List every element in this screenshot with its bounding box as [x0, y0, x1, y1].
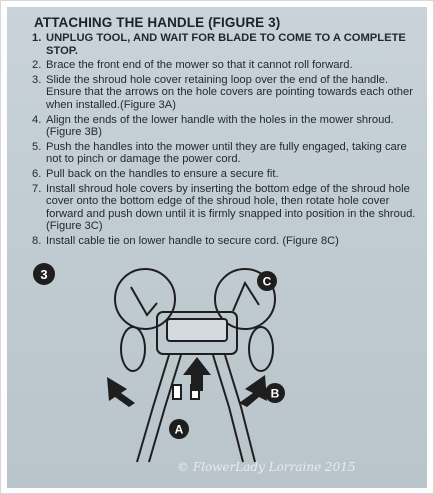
step-text: Align the ends of the lower handle with … [46, 113, 394, 139]
step-text: Push the handles into the mower until th… [46, 140, 407, 166]
callout-b: B [265, 383, 285, 403]
step-number: 8. [32, 234, 42, 247]
left-wheel [120, 326, 146, 372]
step-number: 5. [32, 140, 42, 153]
left-handle [136, 354, 170, 463]
instruction-list: 1. UNPLUG TOOL, AND WAIT FOR BLADE TO CO… [32, 32, 422, 248]
detail-left-handle [130, 286, 158, 317]
right-handle [212, 354, 244, 463]
step-4: 4. Align the ends of the lower handle wi… [32, 114, 422, 139]
step-7: 7. Install shroud hole covers by inserti… [32, 183, 422, 233]
push-arrow-icon [183, 357, 211, 391]
step-2: 2. Brace the front end of the mower so t… [32, 59, 422, 72]
step-text: Install shroud hole covers by inserting … [46, 182, 416, 233]
detail-right-handle [232, 280, 260, 312]
step-number: 7. [32, 182, 42, 195]
section-heading: ATTACHING THE HANDLE (FIGURE 3) [34, 15, 281, 30]
step-5: 5. Push the handles into the mower until… [32, 141, 422, 166]
step-number: 6. [32, 167, 42, 180]
figure-number: 3 [40, 266, 48, 282]
step-text: UNPLUG TOOL, AND WAIT FOR BLADE TO COME … [46, 32, 406, 57]
photo-watermark: © FlowerLady Lorraine 2015 [177, 460, 356, 474]
manual-page-photo: ATTACHING THE HANDLE (FIGURE 3) 1. UNPLU… [7, 7, 427, 488]
callout-b-label: B [271, 387, 280, 401]
left-arrow-icon [107, 377, 135, 407]
left-handle-inner [148, 354, 182, 463]
step-number: 1. [32, 32, 42, 44]
step-8: 8. Install cable tie on lower handle to … [32, 235, 422, 248]
step-text: Slide the shroud hole cover retaining lo… [46, 73, 413, 111]
step-number: 3. [32, 73, 42, 86]
step-1: 1. UNPLUG TOOL, AND WAIT FOR BLADE TO CO… [32, 32, 422, 57]
mower-shroud [166, 318, 228, 342]
handle-assembly-diagram: A B C [107, 268, 285, 463]
callout-c: C [257, 271, 277, 291]
callout-a: A [169, 419, 189, 439]
step-3: 3. Slide the shroud hole cover retaining… [32, 74, 422, 112]
detail-circle-left [114, 268, 176, 330]
detail-circle-right [214, 268, 276, 330]
callout-c-label: C [263, 275, 272, 289]
step-6: 6. Pull back on the handles to ensure a … [32, 168, 422, 181]
right-wheel [248, 326, 274, 372]
step-number: 2. [32, 59, 42, 72]
figure-number-badge: 3 [33, 263, 55, 285]
right-handle-inner [224, 354, 256, 463]
step-text: Pull back on the handles to ensure a sec… [46, 167, 279, 180]
step-text: Brace the front end of the mower so that… [46, 59, 353, 72]
hole-cover-left [172, 384, 182, 400]
callout-a-label: A [175, 423, 184, 437]
step-text: Install cable tie on lower handle to sec… [46, 234, 339, 247]
step-number: 4. [32, 113, 42, 126]
mower-body [156, 311, 238, 355]
right-arrow-icon [239, 375, 267, 407]
